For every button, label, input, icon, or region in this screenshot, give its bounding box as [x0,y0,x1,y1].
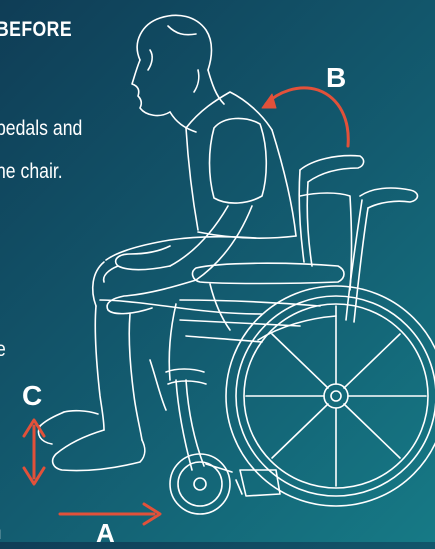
label-c: C [22,380,42,412]
seated-person-illustration [39,15,297,470]
wheel-spokes [246,306,426,486]
label-a: A [96,518,115,549]
arrow-c-icon [24,420,44,484]
label-b: B [326,62,346,94]
wheelchair-illustration [166,156,435,514]
